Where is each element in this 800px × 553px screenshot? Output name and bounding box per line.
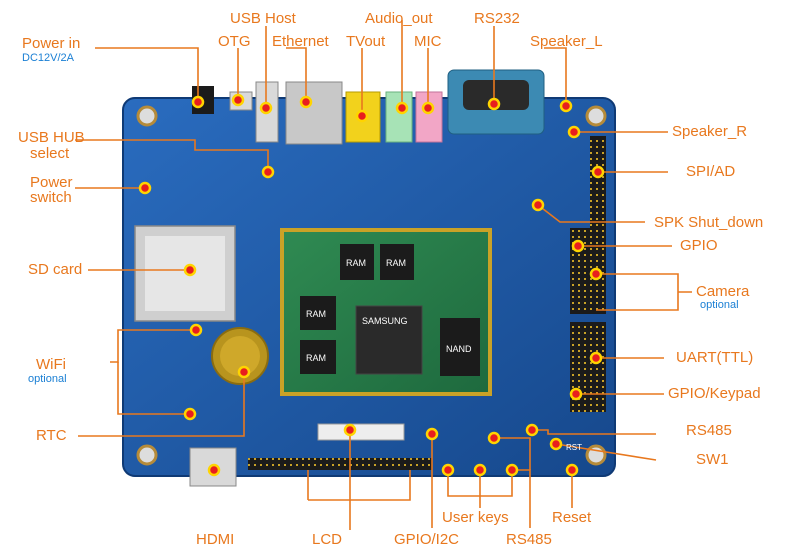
label-usb-hub: USB HUB xyxy=(18,129,85,146)
label-gpio-i2c: GPIO/I2C xyxy=(394,531,460,548)
chip-ram-4: RAM xyxy=(306,353,326,363)
label-spi-ad: SPI/AD xyxy=(686,163,736,180)
chip-samsung: SAMSUNG xyxy=(362,316,408,326)
chip-rst: RST xyxy=(566,443,582,452)
label-gpio: GPIO xyxy=(680,237,718,254)
label-rs485-right: RS485 xyxy=(686,422,732,439)
label-usb-hub-select: select xyxy=(30,145,70,162)
label-power-switch: switch xyxy=(30,189,72,206)
chip-ram-3: RAM xyxy=(306,309,326,319)
label-rs232: RS232 xyxy=(474,10,520,27)
label-hdmi: HDMI xyxy=(196,531,235,548)
label-otg: OTG xyxy=(218,33,251,50)
label-camera: Camera xyxy=(696,283,750,300)
label-power: Power xyxy=(30,174,73,191)
label-power-in-spec: DC12V/2A xyxy=(22,52,74,64)
label-tvout: TVout xyxy=(346,33,386,50)
label-spk-shut-down: SPK Shut_down xyxy=(654,214,764,231)
label-usb-host: USB Host xyxy=(230,10,296,27)
label-rs485-bottom: RS485 xyxy=(506,531,552,548)
label-audio-out: Audio_out xyxy=(365,10,433,27)
rtc-battery xyxy=(211,327,269,385)
label-speaker-l: Speaker_L xyxy=(530,33,603,50)
callout-lines xyxy=(75,20,692,530)
chip-ram-2: RAM xyxy=(386,258,406,268)
chip-ram-1: RAM xyxy=(346,258,366,268)
markers xyxy=(138,93,605,477)
label-power-in: Power in xyxy=(22,35,81,52)
label-reset: Reset xyxy=(552,509,592,526)
label-uart-ttl: UART(TTL) xyxy=(676,349,754,366)
label-gpio-keypad: GPIO/Keypad xyxy=(668,385,761,402)
label-speaker-r: Speaker_R xyxy=(672,123,748,140)
chip-nand: NAND xyxy=(446,344,472,354)
label-sd-card: SD card xyxy=(28,261,83,278)
label-camera-note: optional xyxy=(700,299,739,311)
core-module xyxy=(280,228,492,396)
label-sw1: SW1 xyxy=(696,451,729,468)
label-rtc: RTC xyxy=(36,427,67,444)
label-wifi-note: optional xyxy=(28,373,67,385)
label-wifi: WiFi xyxy=(36,356,66,373)
chip-labels: RAM RAM RAM RAM SAMSUNG NAND RST xyxy=(306,258,582,452)
label-ethernet: Ethernet xyxy=(272,33,329,50)
label-lcd: LCD xyxy=(312,531,343,548)
label-mic: MIC xyxy=(414,33,442,50)
label-user-keys: User keys xyxy=(442,509,509,526)
